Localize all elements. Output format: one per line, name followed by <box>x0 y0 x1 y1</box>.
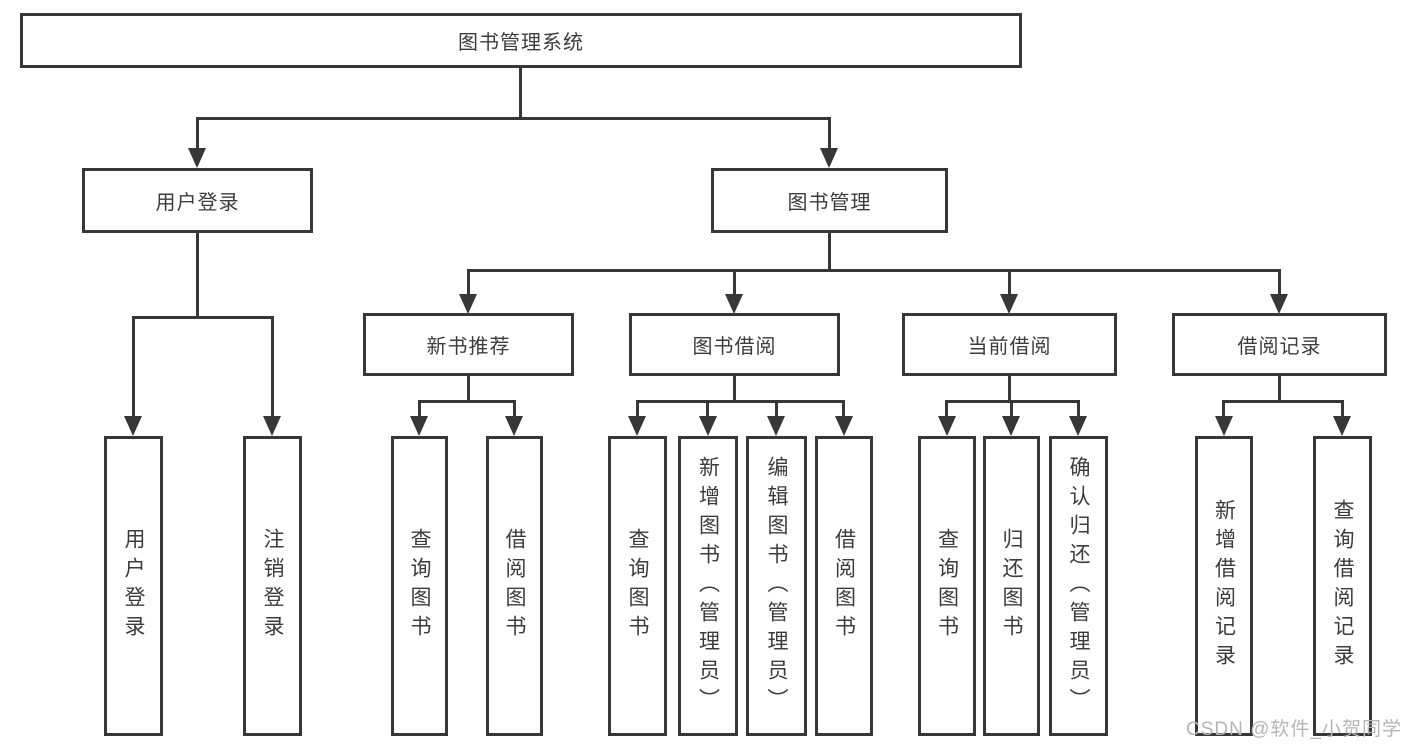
node-book-management: 图书管理 <box>711 168 948 233</box>
arrow-down-icon <box>1002 416 1020 436</box>
node-borrowing-records: 借阅记录 <box>1172 313 1387 376</box>
arrow-down-icon <box>1270 294 1288 314</box>
leaf-confirm-return-admin: 确认归还（管理员） <box>1049 436 1108 736</box>
connector-root-stem-line <box>519 68 522 118</box>
arrow-down-icon <box>820 148 838 168</box>
leaf-label: 借阅图书 <box>503 528 526 644</box>
connector-leaf-stem-line <box>1341 400 1344 417</box>
connector-leaf-stem-line <box>1010 400 1013 417</box>
connector-user-login-down-line <box>196 233 199 319</box>
leaf-label: 新增图书（管理员） <box>696 455 720 717</box>
connector-user-login-rail-line <box>132 316 274 319</box>
arrow-down-icon <box>725 294 743 314</box>
node-label: 新书推荐 <box>426 336 511 358</box>
connector-leaf-stem-line <box>775 400 778 417</box>
connector-current-borrow-down-line <box>1008 376 1011 403</box>
arrow-down-icon <box>835 416 853 436</box>
connector-book-borrow-down-line <box>733 376 736 403</box>
leaf-query-borrow-record: 查询借阅记录 <box>1313 436 1372 736</box>
leaf-add-borrow-record: 新增借阅记录 <box>1195 436 1253 736</box>
connector-borrow-records-rail-line <box>1223 400 1344 403</box>
arrow-down-icon <box>628 416 646 436</box>
leaf-add-books-admin: 新增图书（管理员） <box>678 436 738 736</box>
arrow-down-icon <box>410 416 428 436</box>
connector-borrow-records-stem-line <box>1278 269 1281 295</box>
connector-leaf-stem-line <box>1222 400 1225 417</box>
leaf-label: 归还图书 <box>1000 528 1023 644</box>
arrow-down-icon <box>505 416 523 436</box>
connector-root-rail-line <box>196 117 831 120</box>
leaf-user-login: 用户登录 <box>104 436 163 736</box>
connector-new-books-down-line <box>467 376 470 403</box>
connector-book-mgmt-down-line <box>828 233 831 272</box>
arrow-down-icon <box>188 148 206 168</box>
node-label: 图书借阅 <box>692 336 777 358</box>
leaf-return-books: 归还图书 <box>983 436 1040 736</box>
node-label: 图书管理系统 <box>458 32 584 54</box>
node-user-login: 用户登录 <box>82 168 313 233</box>
leaf-query-books-borrow: 查询图书 <box>608 436 667 736</box>
arrow-down-icon <box>1333 416 1351 436</box>
leaf-edit-books-admin: 编辑图书（管理员） <box>746 436 807 736</box>
arrow-down-icon <box>459 294 477 314</box>
leaf-label: 注销登录 <box>261 528 284 644</box>
connector-leaf-stem-line <box>271 316 274 417</box>
connector-book-mgmt-stem-line <box>828 117 831 149</box>
connector-leaf-stem-line <box>706 400 709 417</box>
arrow-down-icon <box>767 416 785 436</box>
connector-leaf-stem-line <box>513 400 516 417</box>
node-label: 借阅记录 <box>1237 336 1322 358</box>
node-book-borrowing: 图书借阅 <box>629 313 840 376</box>
leaf-label: 确认归还（管理员） <box>1067 455 1090 717</box>
node-label: 用户登录 <box>155 192 240 214</box>
leaf-logout: 注销登录 <box>243 436 302 736</box>
leaf-label: 查询图书 <box>408 528 431 644</box>
connector-book-borrow-stem-line <box>733 269 736 295</box>
connector-user-login-stem-line <box>196 117 199 149</box>
arrow-down-icon <box>1069 416 1087 436</box>
leaf-query-books-recommend: 查询图书 <box>391 436 448 736</box>
leaf-label: 新增借阅记录 <box>1212 499 1236 673</box>
node-new-book-recommend: 新书推荐 <box>363 313 574 376</box>
arrow-down-icon <box>1215 416 1233 436</box>
leaf-label: 编辑图书（管理员） <box>765 455 788 717</box>
leaf-label: 查询借阅记录 <box>1331 499 1354 673</box>
leaf-label: 用户登录 <box>122 528 145 644</box>
connector-new-books-stem-line <box>467 269 470 295</box>
connector-borrow-records-down-line <box>1278 376 1281 403</box>
connector-leaf-stem-line <box>945 400 948 417</box>
arrow-down-icon <box>938 416 956 436</box>
node-label: 当前借阅 <box>967 336 1052 358</box>
connector-leaf-stem-line <box>636 400 639 417</box>
node-current-borrowing: 当前借阅 <box>902 313 1117 376</box>
node-library-management-system: 图书管理系统 <box>20 13 1022 68</box>
arrow-down-icon <box>124 416 142 436</box>
node-label: 图书管理 <box>787 192 872 214</box>
csdn-watermark: CSDN @软件_小贺同学 <box>1186 719 1402 740</box>
arrow-down-icon <box>263 416 281 436</box>
connector-leaf-stem-line <box>132 316 135 417</box>
leaf-borrow-books: 借阅图书 <box>815 436 873 736</box>
leaf-borrow-books-recommend: 借阅图书 <box>486 436 543 736</box>
arrow-down-icon <box>1000 294 1018 314</box>
connector-book-mgmt-rail-line <box>467 269 1281 272</box>
connector-leaf-stem-line <box>418 400 421 417</box>
leaf-label: 借阅图书 <box>832 528 856 644</box>
connector-leaf-stem-line <box>1077 400 1080 417</box>
leaf-label: 查询图书 <box>935 528 959 644</box>
connector-new-books-rail-line <box>418 400 516 403</box>
connector-book-borrow-rail-line <box>636 400 845 403</box>
leaf-query-books-current: 查询图书 <box>918 436 976 736</box>
connector-current-borrow-stem-line <box>1008 269 1011 295</box>
leaf-label: 查询图书 <box>626 528 649 644</box>
connector-leaf-stem-line <box>842 400 845 417</box>
arrow-down-icon <box>699 416 717 436</box>
